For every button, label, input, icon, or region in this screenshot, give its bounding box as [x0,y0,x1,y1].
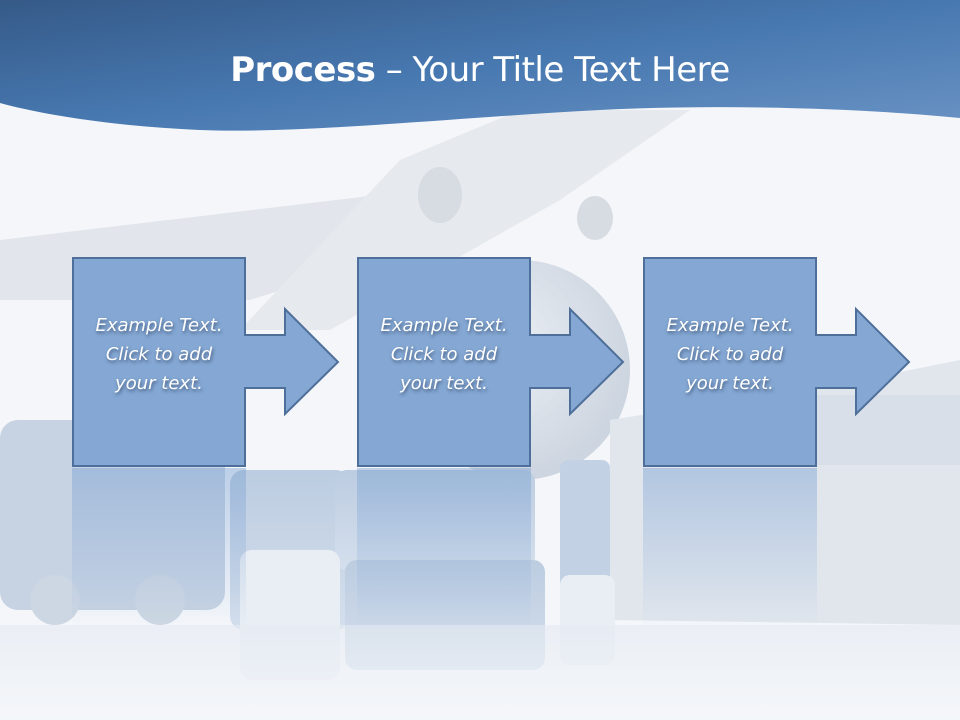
header-banner [0,0,960,131]
step-2-line-1: Example Text. [380,315,508,336]
arrow-callout-shape [72,257,340,467]
slide-title[interactable]: Process – Your Title Text Here [0,50,960,90]
step-2-line-3: your text. [400,373,488,394]
process-step-1[interactable]: Example Text. Click to add your text. [72,257,412,467]
step-2-line-2: Click to add [390,344,498,365]
step-2-text[interactable]: Example Text. Click to add your text. [357,311,531,398]
arrow-right-icon [72,257,340,467]
process-step-2[interactable]: Example Text. Click to add your text. [357,257,697,467]
arrow-right-icon [643,257,911,467]
step-1-line-1: Example Text. [95,315,223,336]
arrow-callout-shape [357,257,625,467]
step-1-line-2: Click to add [105,344,213,365]
step-3-reflection [643,468,817,628]
step-3-line-3: your text. [686,373,774,394]
arrow-callout-shape [643,257,911,467]
process-step-3[interactable]: Example Text. Click to add your text. [643,257,960,467]
step-1-reflection [72,468,246,628]
title-bold: Process [230,50,376,90]
step-2-reflection [357,468,531,628]
step-3-text[interactable]: Example Text. Click to add your text. [643,311,817,398]
step-1-text[interactable]: Example Text. Click to add your text. [72,311,246,398]
title-rest: – Your Title Text Here [375,50,731,90]
step-1-line-3: your text. [115,373,203,394]
step-3-line-1: Example Text. [666,315,794,336]
step-3-line-2: Click to add [676,344,784,365]
arrow-right-icon [357,257,625,467]
